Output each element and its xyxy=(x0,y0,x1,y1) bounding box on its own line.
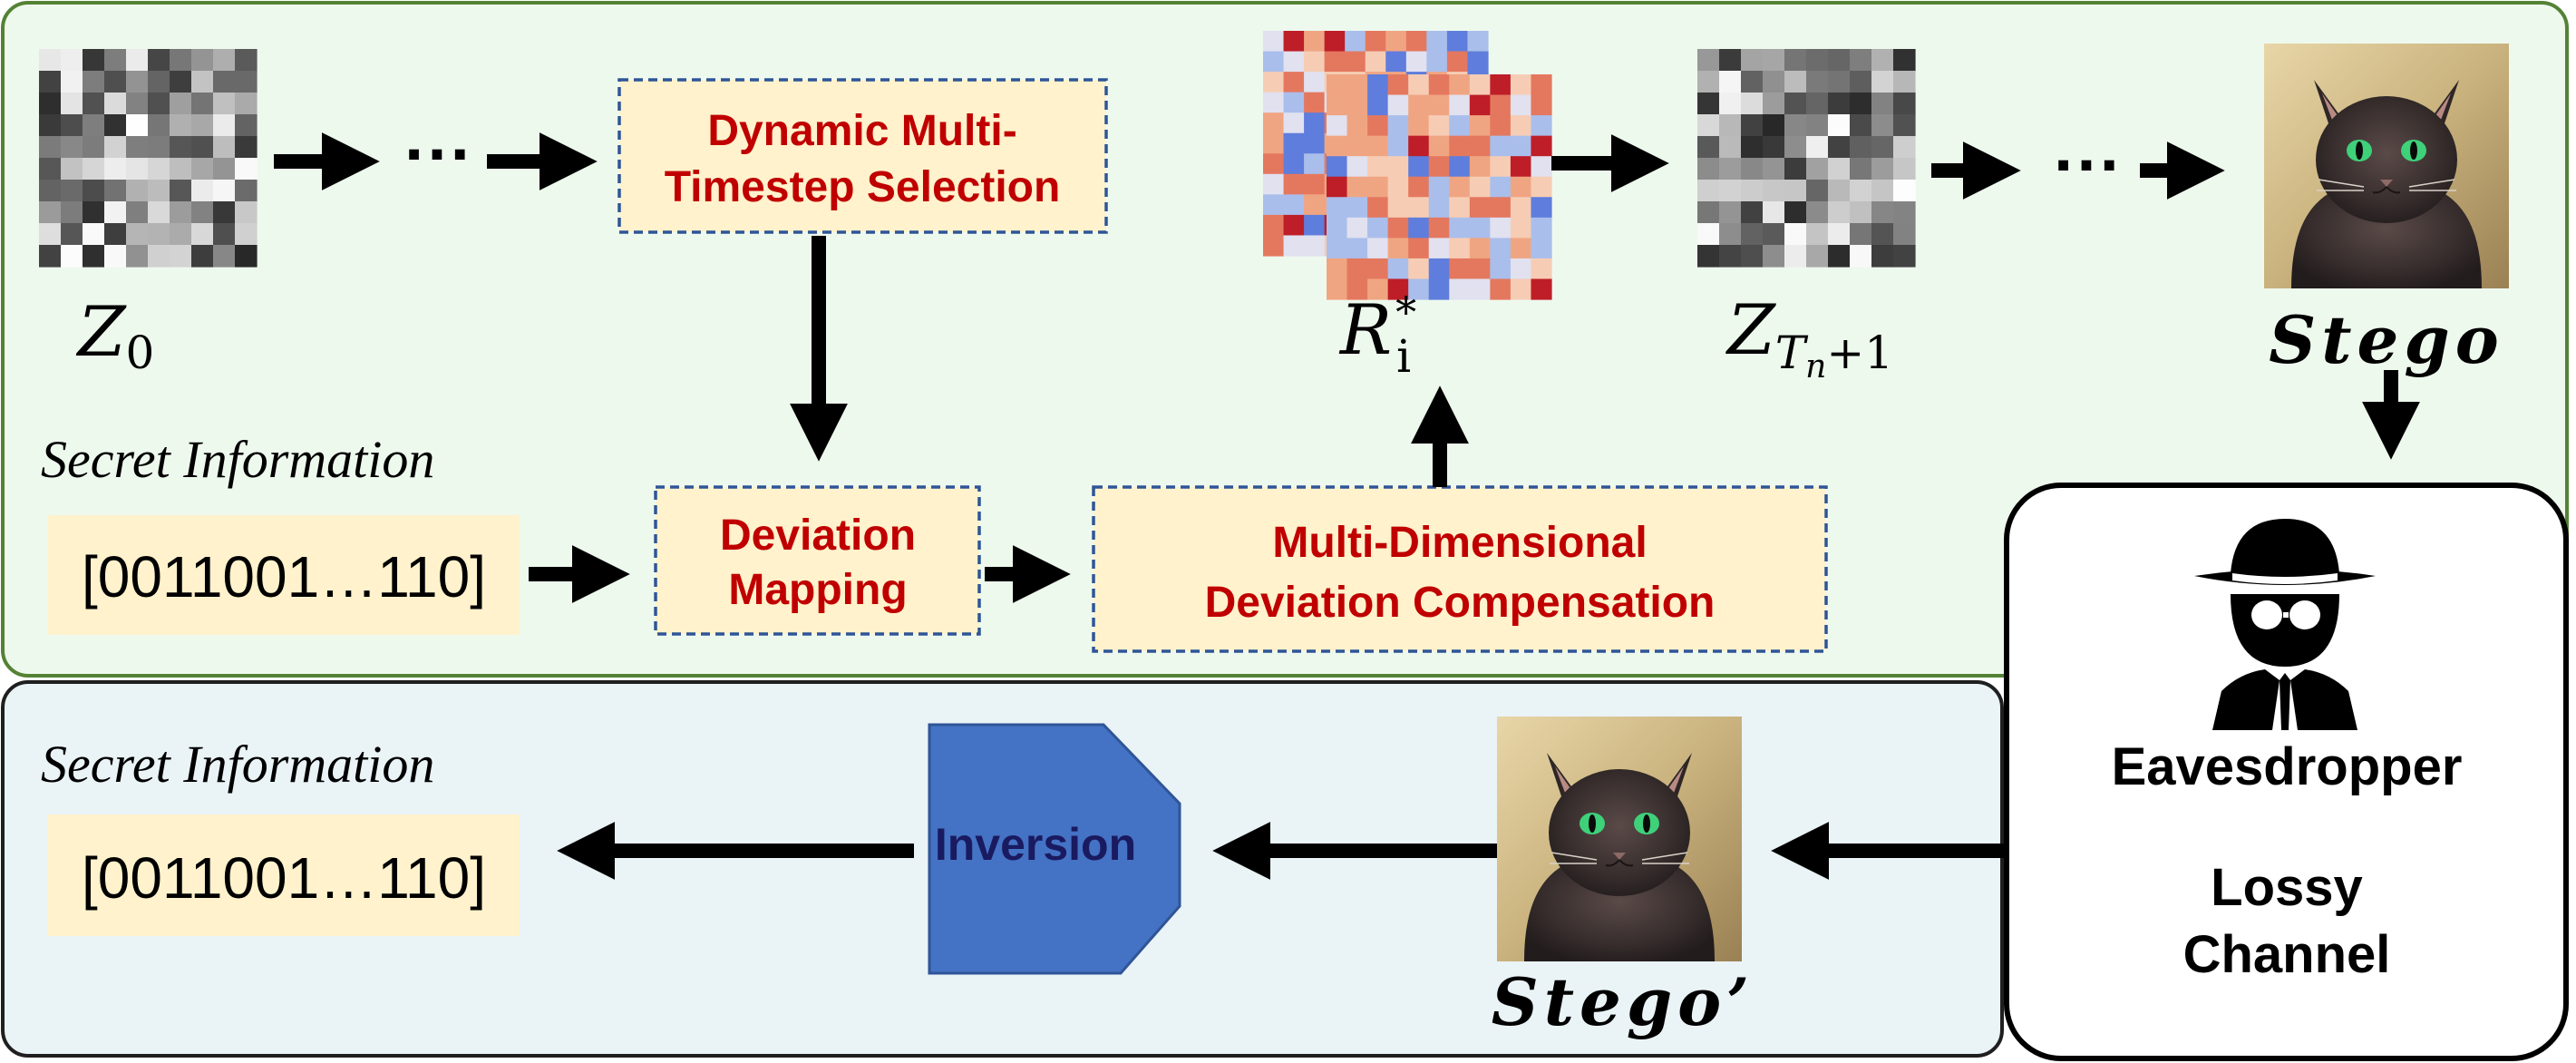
eavesdropper-spy-icon xyxy=(2194,519,2376,730)
r-subscript: i xyxy=(1396,330,1411,383)
deviation-module-line1: Deviation xyxy=(720,512,916,560)
stego-prime-label: Stego’ xyxy=(1492,963,1755,1040)
dynamic-module-line2: Timestep Selection xyxy=(665,163,1061,211)
deviation-heatmap-front-image xyxy=(1327,74,1552,300)
z0-subscript: 0 xyxy=(126,327,155,379)
r-superscript: * xyxy=(1395,288,1416,336)
dynamic-timestep-selection-module xyxy=(617,78,1108,234)
r-base: R xyxy=(1338,289,1392,370)
secret-bits-top-box xyxy=(48,515,520,635)
dynamic-module-line1: Dynamic Multi- xyxy=(707,107,1016,155)
ellipsis-left: ··· xyxy=(404,116,473,193)
compensation-module-line2: Deviation Compensation xyxy=(1205,579,1716,627)
z0-base: Z xyxy=(76,291,127,372)
latent-z0-image xyxy=(39,49,258,268)
zt-base: Z xyxy=(1725,289,1776,370)
ellipsis-right: ··· xyxy=(2054,127,2123,204)
lossy-channel-box xyxy=(2004,483,2569,1061)
deviation-mapping-module xyxy=(654,485,981,636)
eavesdropper-label: Eavesdropper xyxy=(2112,737,2463,796)
secret-info-top-label: Secret Information xyxy=(41,430,434,489)
deviation-module-line2: Mapping xyxy=(728,566,907,614)
inversion-label: Inversion xyxy=(935,819,1136,870)
stego-prime-image xyxy=(1496,716,1743,962)
zt-label: ZTn+1 xyxy=(1725,289,1893,385)
latent-zt-image xyxy=(1697,49,1916,268)
r-label: R*i xyxy=(1338,288,1416,383)
z0-label: Z0 xyxy=(76,291,155,379)
zt-sub-plus-one: +1 xyxy=(1826,327,1893,379)
stego-label: Stego xyxy=(2269,301,2503,378)
zt-sub-n: n xyxy=(1805,348,1826,385)
secret-info-bottom-label: Secret Information xyxy=(41,735,434,794)
deviation-compensation-module xyxy=(1092,485,1828,653)
zt-sub-t: T xyxy=(1775,327,1809,379)
inversion-module xyxy=(928,723,1181,975)
stego-image xyxy=(2263,43,2510,289)
secret-bits-bottom-box xyxy=(48,814,520,936)
lossy-channel-line2: Channel xyxy=(2183,925,2391,984)
secret-bits-bottom: [0011001…110] xyxy=(82,845,486,911)
secret-bits-top: [0011001…110] xyxy=(82,544,486,610)
compensation-module-line1: Multi-Dimensional xyxy=(1272,519,1647,567)
lossy-channel-line1: Lossy xyxy=(2211,858,2363,917)
